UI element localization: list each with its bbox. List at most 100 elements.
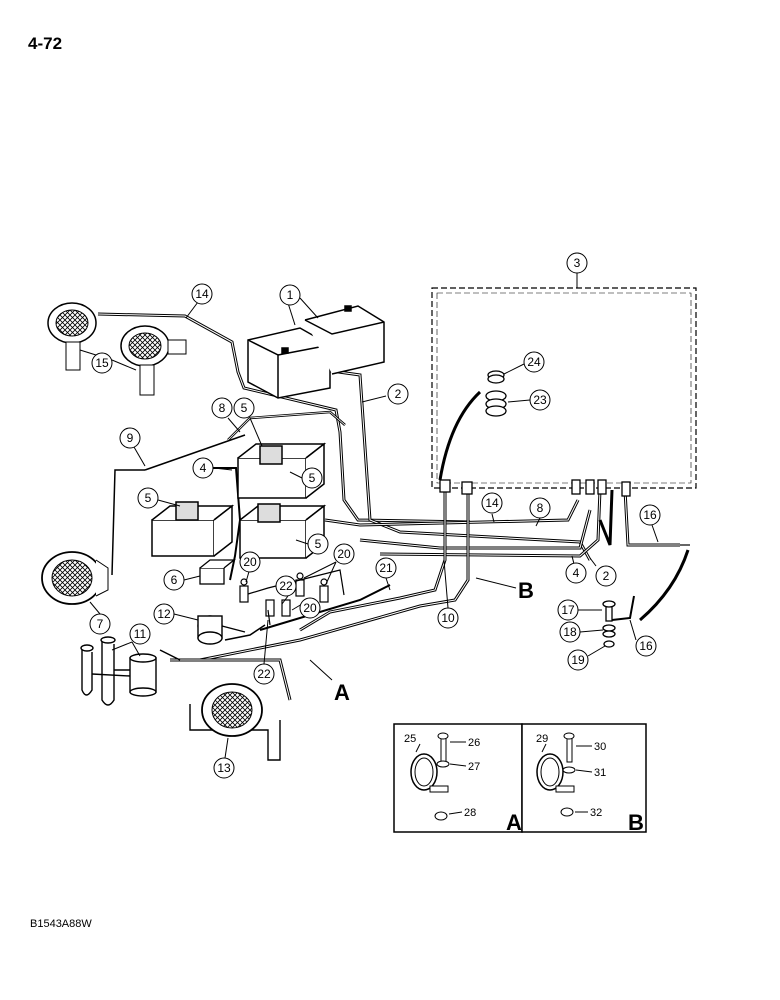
callouts: 1 2 2 3 4 4 5 5 5 5 6 7 8 8 9 10 11 12 1…: [79, 252, 661, 779]
cab-outline: [431, 287, 697, 489]
callout-8: 8: [211, 397, 241, 433]
svg-text:24: 24: [527, 355, 541, 369]
svg-text:7: 7: [97, 617, 104, 631]
svg-text:23: 23: [533, 393, 547, 407]
svg-text:A: A: [334, 680, 350, 705]
callout-12: 12: [153, 603, 199, 625]
svg-text:8: 8: [219, 401, 226, 415]
callout-5b: 5: [289, 467, 323, 489]
svg-text:5: 5: [145, 491, 152, 505]
callout-18: 18: [559, 621, 604, 643]
svg-text:3: 3: [574, 256, 581, 270]
svg-text:16: 16: [639, 639, 653, 653]
inset-box-b: B 29 30 31 32: [521, 723, 647, 835]
svg-text:5: 5: [309, 471, 316, 485]
callout-15: 15: [79, 349, 137, 374]
svg-text:22: 22: [279, 579, 293, 593]
svg-text:4: 4: [573, 566, 580, 580]
svg-text:17: 17: [561, 603, 575, 617]
lamp-13: [189, 683, 281, 761]
battery-pair: [247, 305, 385, 399]
figure-code: B1543A88W: [30, 918, 92, 930]
callout-22a: 22: [275, 575, 297, 605]
svg-text:12: 12: [157, 607, 171, 621]
callout-6: 6: [163, 569, 201, 591]
callout-1: 1: [279, 284, 319, 326]
relay-left: [151, 501, 235, 557]
callout-5d: 5: [295, 533, 329, 555]
svg-text:21: 21: [379, 561, 393, 575]
svg-text:26: 26: [468, 737, 480, 749]
svg-text:22: 22: [257, 667, 271, 681]
callout-2: 2: [361, 383, 409, 405]
arrow-ground-strap: [639, 549, 690, 622]
grommet-parts: [485, 370, 507, 417]
svg-text:15: 15: [95, 356, 109, 370]
callout-2b: 2: [589, 557, 617, 587]
svg-text:2: 2: [395, 387, 402, 401]
svg-text:10: 10: [441, 611, 455, 625]
svg-text:29: 29: [536, 733, 548, 745]
svg-text:20: 20: [337, 547, 351, 561]
routing-label-b: B: [475, 577, 534, 603]
callout-20a: 20: [239, 551, 261, 583]
svg-text:B: B: [518, 578, 534, 603]
inset-box-a: A 25 26 27 28: [393, 723, 523, 835]
callout-9: 9: [119, 427, 146, 467]
callout-23: 23: [507, 389, 551, 411]
callout-13: 13: [213, 737, 235, 779]
switch-12: [197, 615, 246, 645]
svg-text:14: 14: [485, 496, 499, 510]
cab-outline-inner: [436, 292, 692, 484]
work-light-right: [120, 325, 187, 396]
work-light-left: [47, 302, 97, 371]
svg-text:25: 25: [404, 733, 416, 745]
callout-22b: 22: [253, 619, 275, 685]
callout-3: 3: [566, 252, 588, 288]
routing-label-a: A: [309, 659, 350, 705]
callout-4b: 4: [565, 555, 587, 584]
svg-text:13: 13: [217, 761, 231, 775]
diode-connectors: [239, 569, 345, 626]
callout-10: 10: [437, 559, 459, 629]
svg-text:6: 6: [171, 573, 178, 587]
callout-20c: 20: [291, 597, 321, 619]
callout-5a: 5: [233, 397, 263, 447]
cab-connectors: [439, 479, 631, 497]
small-relay: [199, 559, 236, 585]
svg-text:16: 16: [643, 508, 657, 522]
svg-text:32: 32: [590, 807, 602, 819]
svg-text:19: 19: [571, 653, 585, 667]
arrow-cab-grommet: [438, 390, 482, 481]
svg-text:28: 28: [464, 807, 476, 819]
page-number: 4-72: [28, 34, 63, 53]
callout-21: 21: [375, 557, 397, 591]
svg-text:1: 1: [287, 288, 294, 302]
svg-text:8: 8: [537, 501, 544, 515]
svg-text:31: 31: [594, 767, 606, 779]
svg-text:4: 4: [200, 461, 207, 475]
callout-14: 14: [185, 283, 213, 319]
svg-text:14: 14: [195, 287, 209, 301]
callout-17: 17: [557, 599, 602, 621]
callout-16: 16: [639, 504, 661, 543]
callout-5c: 5: [137, 487, 181, 509]
svg-text:27: 27: [468, 761, 480, 773]
svg-text:20: 20: [243, 555, 257, 569]
callout-7: 7: [89, 601, 111, 635]
callout-19: 19: [567, 645, 606, 671]
svg-text:2: 2: [603, 569, 610, 583]
callout-14b: 14: [481, 492, 503, 523]
harness-wires: [97, 312, 680, 701]
horn-11: [80, 636, 157, 706]
headlight-7: [41, 551, 109, 605]
svg-text:20: 20: [303, 601, 317, 615]
callout-4: 4: [192, 457, 233, 479]
callout-8b: 8: [529, 497, 551, 527]
callout-16b: 16: [629, 619, 657, 657]
svg-text:5: 5: [241, 401, 248, 415]
svg-text:30: 30: [594, 741, 606, 753]
svg-text:9: 9: [127, 431, 134, 445]
svg-text:11: 11: [134, 627, 147, 641]
